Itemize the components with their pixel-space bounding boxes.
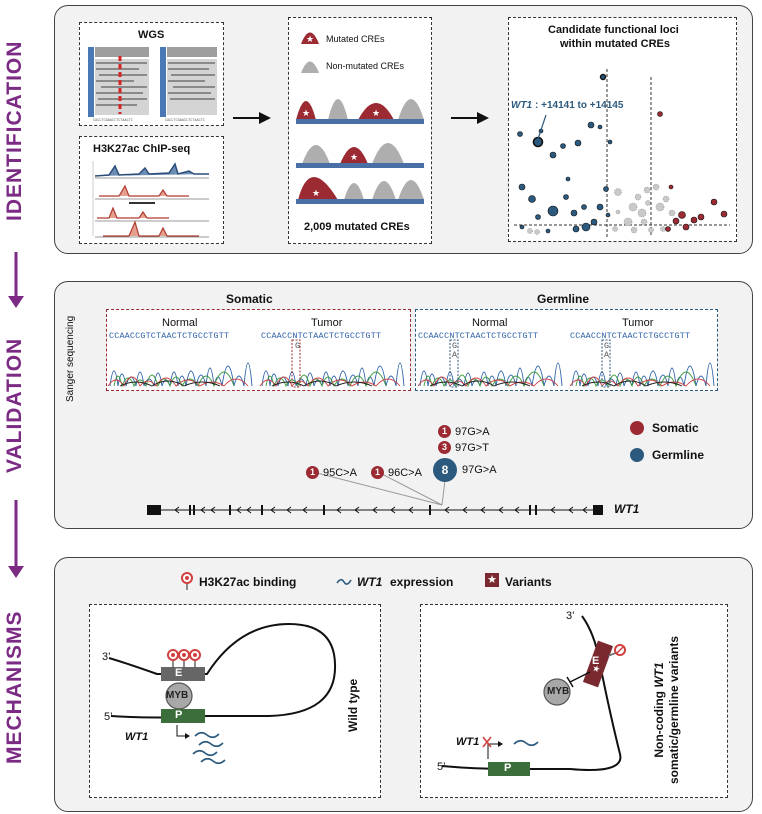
svg-text:★: ★ [350, 152, 358, 162]
wt-promoter: P [175, 709, 183, 721]
wt1-callout-gene: WT1 [511, 100, 533, 111]
somatic-legend-label: Somatic [652, 421, 699, 435]
wt-3prime: 3’ [102, 651, 111, 663]
candidate-title-line1: Candidate functional loci [548, 24, 679, 36]
wt-enhancer: E [175, 667, 183, 679]
cre-legend-mutated: Mutated CREs [326, 34, 385, 44]
svg-text:★: ★ [591, 663, 602, 675]
h3k27ac-binding-icon [181, 572, 193, 590]
germline-legend-dot [630, 448, 644, 462]
mut-promoter: P [504, 762, 512, 774]
mut-5prime: 5’ [437, 761, 446, 773]
svg-text:★: ★ [372, 108, 380, 118]
variant-count-badge: 1 [306, 466, 319, 479]
germline-tumor-sequence: CCAACCNTCTAACTCTGCCTGTT [570, 331, 691, 341]
candidate-loci-scatter [514, 69, 730, 237]
chipseq-box [79, 136, 224, 244]
germline-legend-label: Germline [652, 448, 705, 462]
svg-text:★: ★ [302, 108, 310, 118]
variant-label: 96C>A [388, 467, 422, 479]
variant-label: 97G>T [455, 442, 489, 454]
somatic-title: Somatic [226, 292, 273, 306]
chipseq-title: H3K27ac ChIP-seq [93, 143, 191, 155]
flow-arrow-1 [233, 112, 271, 124]
chromatogram-traces [107, 339, 715, 388]
wt1-expression-icon [336, 578, 352, 585]
wt1-gene-model [147, 505, 603, 515]
mut-3prime: 3’ [566, 610, 575, 622]
legend-variants: Variants [505, 575, 552, 589]
variant-count-badge: 1 [371, 466, 384, 479]
variant-count-badge: 8 [433, 458, 457, 482]
germline-normal-sequence: CCAACCNTCTAACTCTGCCTGTT [418, 331, 539, 341]
somatic-legend-dot [630, 421, 644, 435]
wild-type-box [89, 604, 381, 798]
candidate-loci-box [508, 17, 737, 242]
somatic-alt-base: G [295, 341, 301, 351]
mut-gene-label: WT1 [456, 736, 480, 748]
candidate-title-line2: within mutated CREs [560, 38, 671, 50]
germline-title: Germline [537, 292, 590, 306]
legend-h3k27ac-binding: H3K27ac binding [199, 575, 297, 589]
wt-myb: MYB [166, 690, 189, 701]
somatic-tumor-label: Tumor [311, 317, 343, 329]
variant-loop-diagram: ★ [441, 615, 626, 776]
legend-expression: expression [390, 575, 454, 589]
germline-alt-base-2: A [452, 350, 458, 360]
wgs-title: WGS [138, 29, 165, 41]
somatic-chromatogram-box [106, 309, 411, 391]
variant-count-badge: 1 [438, 425, 451, 438]
variant-count-badge: 3 [438, 441, 451, 454]
somatic-normal-sequence: CCAACCGTCTAACTCTGCCTGTT [109, 331, 230, 341]
wgs-alignment-view: CACCTCGAACCTCTAACTC CACCTCGAACCTCTAACTC [88, 47, 217, 123]
wt1-callout-range: : +14141 to +14145 [535, 100, 624, 111]
wt-5prime: 5’ [104, 711, 113, 723]
mut-label-gene: WT1 [652, 662, 666, 688]
chipseq-tracks [92, 161, 209, 238]
wt-gene-label: WT1 [125, 731, 149, 743]
legend-expression-gene: WT1 [357, 575, 383, 589]
svg-text:CACCTCGAACCTCTAACTC: CACCTCGAACCTCTAACTC [165, 119, 205, 123]
cre-legend-nonmutated-icon [301, 61, 319, 73]
variants-legend-icon: ★ [485, 573, 499, 587]
variant-label: 97G>A [455, 426, 490, 438]
germline-alt-base-1: G [452, 341, 458, 351]
mut-label-line2: somatic/germline variants [667, 635, 681, 784]
cre-box [288, 17, 432, 244]
svg-text:★: ★ [312, 188, 320, 198]
svg-text:CACCTCGAACCTCTAACTC: CACCTCGAACCTCTAACTC [93, 119, 133, 123]
germline-alt-base-3: G [604, 341, 610, 351]
wt1-gene-label: WT1 [614, 502, 640, 516]
variant-box [420, 604, 728, 798]
wild-type-loop-diagram [108, 622, 337, 765]
variant-label: 97G>A [462, 464, 497, 476]
cre-legend-mutated-icon: ★ [301, 32, 319, 44]
wgs-tumor-label: Tumor [80, 59, 86, 77]
mutated-cre-count: 2,009 mutated CREs [304, 221, 410, 233]
cre-legend-nonmutated: Non-mutated CREs [326, 61, 405, 71]
germline-tumor-label: Tumor [622, 317, 654, 329]
mut-label: Non-coding WT1 somatic/germline variants [652, 636, 682, 784]
somatic-normal-label: Normal [162, 317, 198, 329]
mut-label-line1: Non-coding [652, 690, 666, 758]
wgs-normal-label: Normal [152, 59, 158, 79]
mut-enhancer: E [592, 655, 600, 667]
sanger-label: Sanger sequencing [65, 315, 76, 402]
wild-type-label: Wild type [346, 678, 360, 732]
germline-normal-label: Normal [472, 317, 508, 329]
germline-alt-base-4: A [604, 350, 610, 360]
cre-peak-tracks: ★ ★ ★ ★ [296, 99, 424, 204]
variant-label: 95C>A [323, 467, 357, 479]
mut-myb: MYB [547, 686, 570, 697]
variant-connector-lines [312, 471, 446, 506]
somatic-tumor-sequence: CCAACCNTCTAACTCTGCCTGTT [261, 331, 382, 341]
flow-arrow-2 [451, 112, 489, 124]
svg-text:★: ★ [306, 34, 314, 44]
